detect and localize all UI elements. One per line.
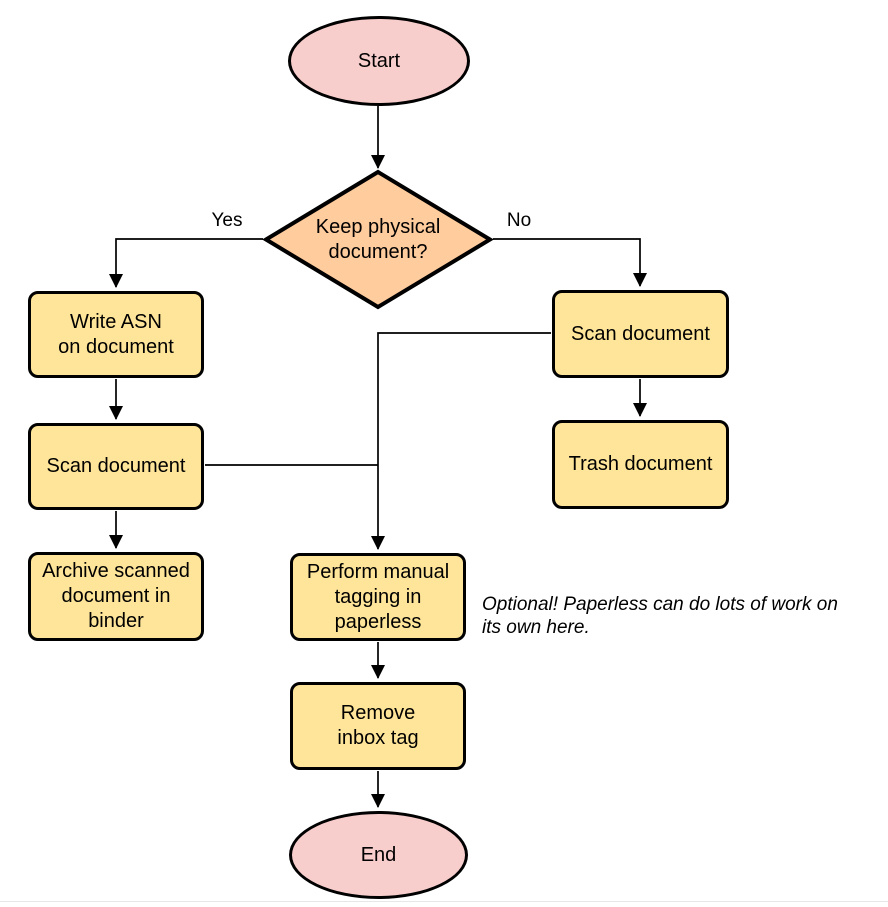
process-scan-right-label: Scan document bbox=[571, 322, 710, 345]
edge-label-no: No bbox=[506, 210, 532, 231]
decision-diamond-shape bbox=[262, 169, 494, 310]
edge-decision-yes-to-write-asn bbox=[109, 238, 263, 288]
edge-decision-no-to-scan-right bbox=[493, 238, 647, 287]
edge-scan-right-to-tagging bbox=[371, 332, 551, 550]
edge-label-yes: Yes bbox=[211, 210, 243, 231]
process-tagging: Perform manual tagging in paperless bbox=[290, 553, 466, 641]
start-node-label: Start bbox=[357, 49, 401, 72]
optional-note: Optional! Paperless can do lots of work … bbox=[482, 594, 838, 638]
process-tagging-label: Perform manual tagging in paperless bbox=[306, 560, 450, 633]
process-archive: Archive scanned document in binder bbox=[28, 552, 204, 641]
process-scan-right: Scan document bbox=[552, 290, 729, 378]
process-remove-inbox-label: Remove inbox tag bbox=[337, 702, 419, 749]
process-archive-label: Archive scanned document in binder bbox=[42, 560, 190, 632]
process-remove-inbox: Remove inbox tag bbox=[290, 682, 466, 770]
start-node: Start bbox=[288, 16, 470, 106]
decision-node-label: Keep physical document? bbox=[315, 216, 441, 263]
process-write-asn: Write ASN on document bbox=[28, 291, 204, 378]
process-trash: Trash document bbox=[552, 420, 729, 509]
bottom-divider bbox=[0, 901, 888, 902]
end-node-label: End bbox=[360, 843, 397, 866]
process-trash-label: Trash document bbox=[568, 453, 713, 475]
process-write-asn-label: Write ASN on document bbox=[58, 310, 174, 358]
process-scan-left-label: Scan document bbox=[46, 455, 186, 477]
end-node: End bbox=[289, 811, 468, 899]
process-scan-left: Scan document bbox=[28, 423, 204, 510]
decision-node: Keep physical document? bbox=[288, 213, 468, 267]
